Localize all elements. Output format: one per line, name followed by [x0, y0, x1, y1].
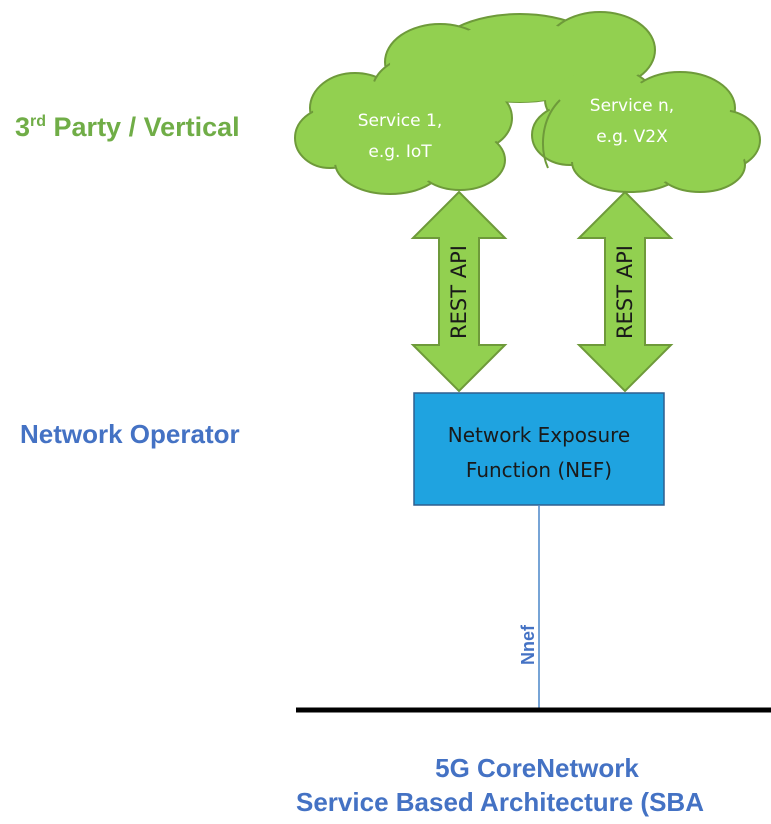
nef-box: Network Exposure Function (NEF)	[413, 392, 665, 506]
rest-api-arrow-right: REST API	[576, 190, 674, 393]
core-network-subtitle: Service Based Architecture (SBA	[296, 787, 704, 817]
nef-line2: Function (NEF)	[466, 458, 612, 482]
third-party-superscript: rd	[30, 113, 46, 130]
servicen-line1: Service n,	[590, 96, 674, 116]
rest-api-arrow-left: REST API	[410, 190, 508, 393]
network-operator-label: Network Operator	[20, 419, 240, 449]
service1-line2: e.g. IoT	[368, 142, 432, 162]
rest-api-label-right: REST API	[613, 245, 637, 339]
service1-line1: Service 1,	[358, 111, 442, 131]
nnef-label: Nnef	[518, 624, 538, 665]
rest-api-label-left: REST API	[447, 245, 471, 339]
third-party-label: 3rd Party / Vertical	[15, 112, 240, 142]
core-network-title: 5G CoreNetwork	[435, 753, 639, 783]
service-cloud: Service 1, e.g. IoT Service n, e.g. V2X	[294, 11, 761, 195]
third-party-rest: Party / Vertical	[46, 112, 240, 142]
third-party-prefix: 3	[15, 112, 30, 142]
nef-line1: Network Exposure	[448, 423, 630, 447]
servicen-line2: e.g. V2X	[596, 127, 668, 147]
